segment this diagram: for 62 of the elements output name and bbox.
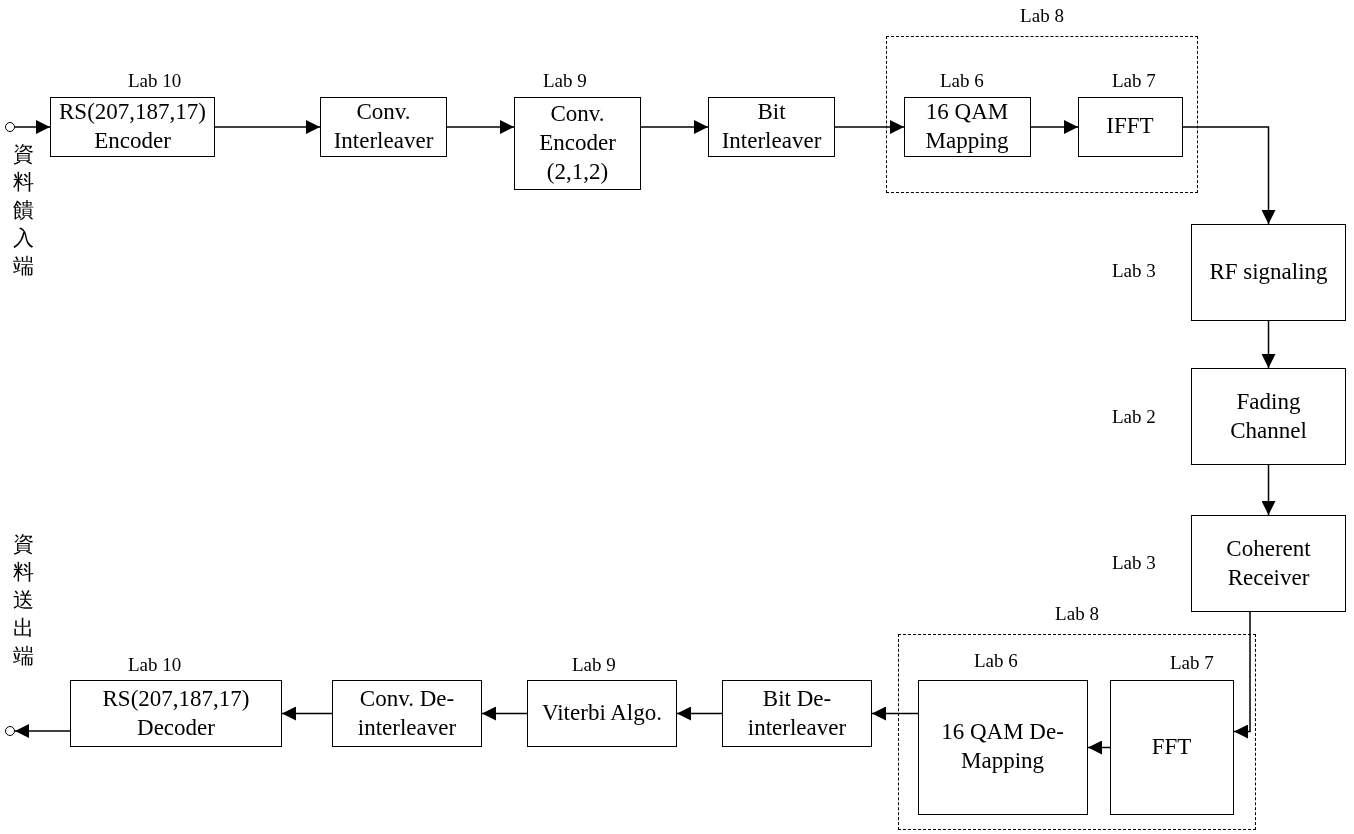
- process-box: [70, 680, 282, 747]
- node-label: Conv. Encoder (2,1,2): [538, 100, 617, 186]
- lab-label: Lab 10: [128, 654, 182, 676]
- port-label: 資料饋入端: [12, 141, 34, 280]
- arrow: [481, 706, 528, 721]
- node-label: IFFT: [1106, 112, 1154, 141]
- lab-label: Lab 7: [1112, 70, 1156, 92]
- arrow: [214, 120, 321, 134]
- arrow: [676, 706, 723, 721]
- node-label: Fading Channel: [1229, 387, 1308, 445]
- node-label: FFT: [1151, 732, 1192, 761]
- lab-label: Lab 10: [128, 70, 182, 92]
- arrow: [14, 120, 51, 134]
- process-box: [1077, 96, 1183, 157]
- lab-label: Lab 9: [543, 70, 587, 92]
- lab-label: Lab 9: [572, 654, 616, 676]
- node-label: Bit De-interleaver: [746, 684, 848, 742]
- arrow: [1261, 320, 1276, 369]
- process-box: [1109, 679, 1234, 815]
- process-box: [1191, 515, 1346, 612]
- arrow: [640, 120, 709, 134]
- process-box: [514, 97, 641, 190]
- arrow: [1087, 740, 1111, 755]
- port-label: 資料送出端: [12, 531, 34, 670]
- node-label: Coherent Receiver: [1225, 534, 1312, 592]
- arrow: [14, 724, 71, 738]
- node-label: Bit Interleaver: [720, 98, 823, 155]
- arrow: [1182, 126, 1276, 225]
- group-title: Lab 8: [1054, 603, 1100, 625]
- process-box: [903, 96, 1031, 157]
- node-label: Viterbi Algo.: [542, 699, 662, 728]
- node-label: 16 QAM De-Mapping: [940, 718, 1065, 775]
- lab-label: Lab 3: [1112, 552, 1156, 574]
- lab-label: Lab 6: [974, 650, 1018, 672]
- arrow: [1030, 120, 1079, 134]
- arrow: [1261, 464, 1276, 516]
- arrow: [834, 120, 905, 134]
- process-box: [722, 680, 872, 747]
- node-label: 16 QAM Mapping: [924, 97, 1010, 155]
- terminal-circle: [5, 122, 15, 132]
- group-title: Lab 8: [1019, 5, 1065, 27]
- node-label: Conv. Interleaver: [332, 98, 435, 155]
- lab-label: Lab 7: [1170, 652, 1214, 674]
- node-label: RF signaling: [1209, 258, 1328, 287]
- process-box: [917, 679, 1088, 815]
- node-label: Conv. De-interleaver: [356, 684, 458, 742]
- lab-label: Lab 6: [940, 70, 984, 92]
- process-box: [332, 680, 482, 747]
- lab-label: Lab 2: [1112, 406, 1156, 428]
- terminal-circle: [5, 726, 15, 736]
- process-box: [1191, 368, 1346, 465]
- node-label: RS(207,187,17) Encoder: [58, 98, 207, 155]
- process-box: [320, 97, 447, 157]
- node-label: RS(207,187,17) Decoder: [101, 684, 251, 742]
- process-box: [708, 97, 835, 157]
- arrow: [871, 706, 919, 721]
- process-box: [1191, 224, 1346, 321]
- process-box: [527, 680, 677, 747]
- arrow: [446, 120, 515, 134]
- arrow: [1233, 611, 1251, 739]
- lab-label: Lab 3: [1112, 260, 1156, 282]
- arrow: [281, 706, 333, 721]
